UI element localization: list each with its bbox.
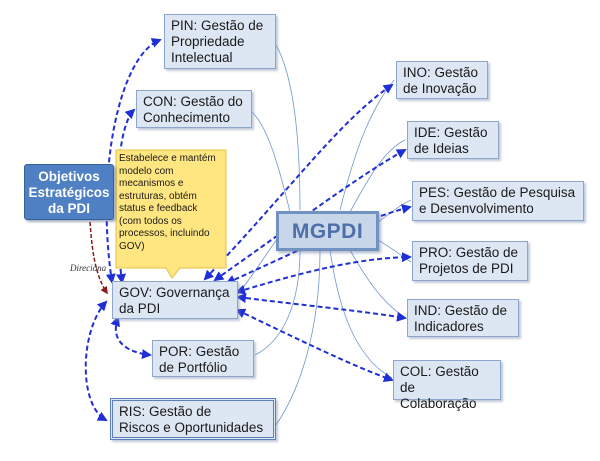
ind-process-box[interactable]: IND: Gestão de Indicadores — [407, 299, 519, 337]
ino-process-box[interactable]: INO: Gestão de Inovação — [396, 61, 488, 99]
por-process-box[interactable]: POR: Gestão de Portfólio — [152, 340, 254, 377]
pin-process-box[interactable]: PIN: Gestão de Propriedade Intelectual — [164, 14, 276, 69]
pro-process-box[interactable]: PRO: Gestão de Projetos de PDI — [412, 241, 528, 281]
gov-ris-arrow — [84, 300, 108, 421]
pro-process-label: PRO: Gestão de Projetos de PDI — [419, 245, 519, 276]
ind-process-label: IND: Gestão de Indicadores — [414, 303, 508, 334]
ide-process-box[interactable]: IDE: Gestão de Ideias — [407, 121, 499, 159]
con-process-label: CON: Gestão do Conhecimento — [143, 94, 243, 125]
ris-process-label: RIS: Gestão de Riscos e Oportunidades — [119, 404, 264, 435]
callout-text: Estabelece e mantém modelo com mecanismo… — [119, 153, 216, 252]
gov-por-arrow — [110, 316, 152, 360]
gov-ino-arrow — [203, 83, 394, 281]
mgpdi-ino-link — [339, 79, 395, 211]
col-process-box[interactable]: COL: Gestão de Colaboração — [393, 360, 501, 411]
mgpdi-ind-link — [349, 249, 407, 319]
ide-process-label: IDE: Gestão de Ideias — [414, 125, 488, 156]
ris-process-box[interactable]: RIS: Gestão de Riscos e Oportunidades — [110, 398, 276, 440]
gov-col-arrow — [235, 308, 394, 383]
mgpdi-ide-link — [349, 139, 406, 213]
strategic-objectives-box[interactable]: Objetivos Estratégicos da PDI — [24, 164, 114, 220]
mgpdi-por-link — [254, 249, 301, 356]
pin-process-label: PIN: Gestão de Propriedade Intelectual — [171, 18, 264, 65]
pes-process-box[interactable]: PES: Gestão de Pesquisa e Desenvolviment… — [412, 181, 584, 221]
mgpdi-pes-link — [377, 199, 412, 223]
con-process-box[interactable]: CON: Gestão do Conhecimento — [136, 90, 252, 128]
gov-pin-arrow — [105, 38, 162, 284]
gov-process-box[interactable]: GOV: Governança da PDI — [112, 281, 238, 319]
col-process-label: COL: Gestão de Colaboração — [400, 364, 479, 411]
por-process-label: POR: Gestão de Portfólio — [159, 344, 240, 375]
gov-process-label: GOV: Governança da PDI — [119, 285, 230, 316]
direciona-arrow — [89, 221, 108, 295]
mgpdi-center-node[interactable]: MGPDI — [276, 211, 379, 251]
callout-bubble — [115, 149, 227, 279]
mgpdi-pro-link — [377, 239, 412, 263]
gov-ide-arrow — [213, 149, 407, 282]
gov-ind-arrow — [236, 293, 407, 322]
ino-process-label: INO: Gestão de Inovação — [403, 65, 479, 96]
direciona-label: Direciona — [70, 263, 107, 273]
mgpdi-ris-link — [275, 249, 321, 426]
mgpdi-con-link — [251, 111, 291, 213]
pes-process-label: PES: Gestão de Pesquisa e Desenvolviment… — [419, 185, 576, 216]
strategic-objectives-label: Objetivos Estratégicos da PDI — [28, 169, 110, 216]
mgpdi-pin-link — [275, 44, 301, 211]
gov-pro-arrow — [235, 252, 412, 295]
